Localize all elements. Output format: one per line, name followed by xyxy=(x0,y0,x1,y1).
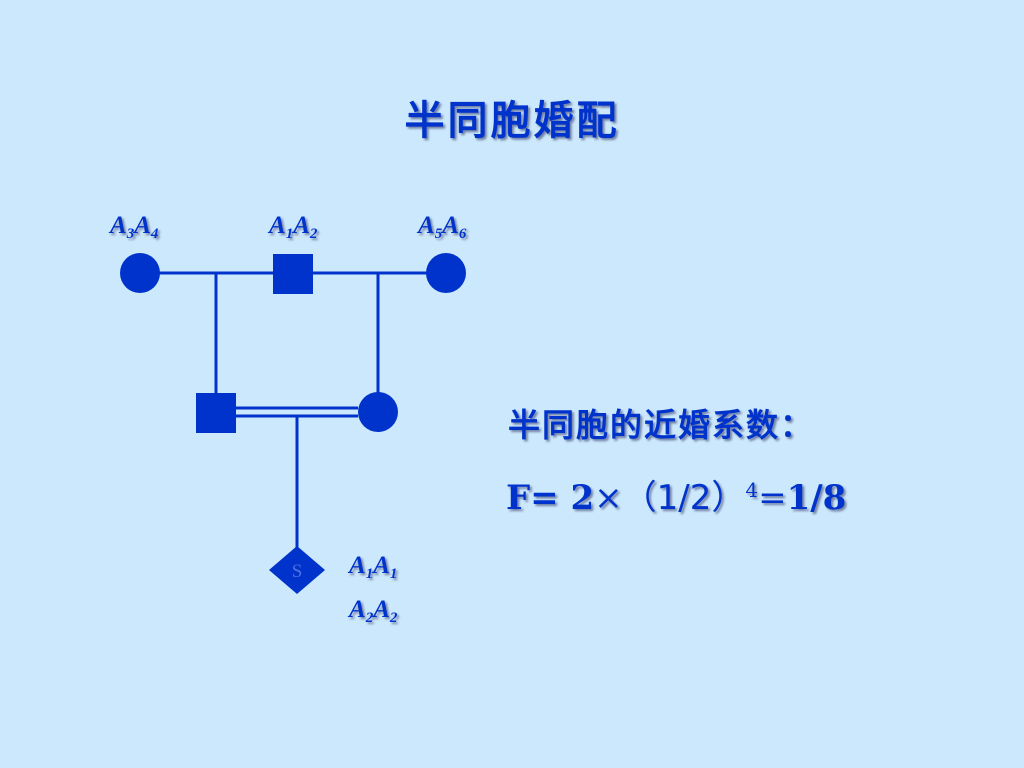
female-a5a6-symbol xyxy=(426,253,466,293)
female-offspring-symbol xyxy=(358,392,398,432)
subject-diamond-symbol xyxy=(269,546,325,594)
coefficient-heading: 半同胞的近婚系数： xyxy=(508,406,815,444)
genotype-a5a6: A5A6 xyxy=(418,212,467,242)
female-a3a4-symbol xyxy=(120,253,160,293)
genotype-a3a4: A3A4 xyxy=(110,212,159,242)
formula-equals: = xyxy=(758,478,787,518)
formula-times: × xyxy=(594,478,623,518)
formula-lhs: F= 2 xyxy=(506,478,595,518)
formula-result: 1/8 xyxy=(786,478,847,518)
genotype-a2a2: A2A2 xyxy=(349,596,398,626)
genotype-a1a2: A1A2 xyxy=(269,212,318,242)
formula-fraction: （1/2） xyxy=(622,478,746,518)
male-a1a2-symbol xyxy=(273,254,313,294)
male-offspring-symbol xyxy=(196,393,236,433)
subject-label: S xyxy=(292,561,303,582)
page-title: 半同胞婚配 xyxy=(404,97,620,144)
genotype-a1a1: A1A1 xyxy=(349,552,398,582)
coefficient-formula: F= 2×（1/2）4=1/8 xyxy=(506,470,846,519)
formula-power: 4 xyxy=(745,478,759,502)
